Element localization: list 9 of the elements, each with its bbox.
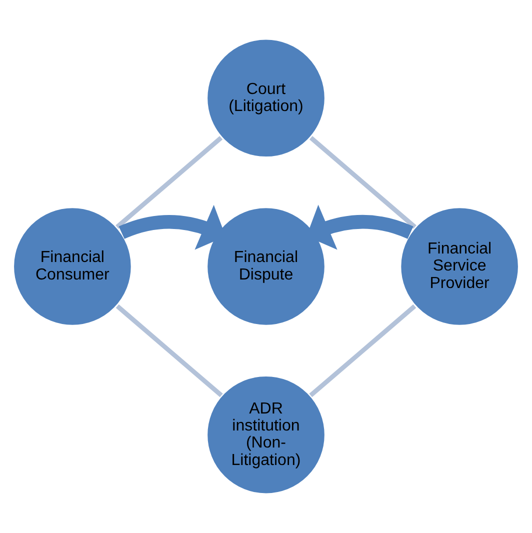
connector bbox=[309, 304, 416, 398]
connector bbox=[116, 304, 223, 398]
node-circle: Financial Consumer bbox=[12, 206, 134, 328]
node-circle: Financial Dispute bbox=[205, 206, 327, 328]
connector bbox=[116, 136, 223, 229]
node-circle: Court (Litigation) bbox=[205, 37, 327, 159]
node-circle: ADR institution (Non-Litigation) bbox=[205, 374, 327, 496]
connector bbox=[309, 136, 416, 229]
node-circle: Financial Service Provider bbox=[398, 206, 520, 328]
